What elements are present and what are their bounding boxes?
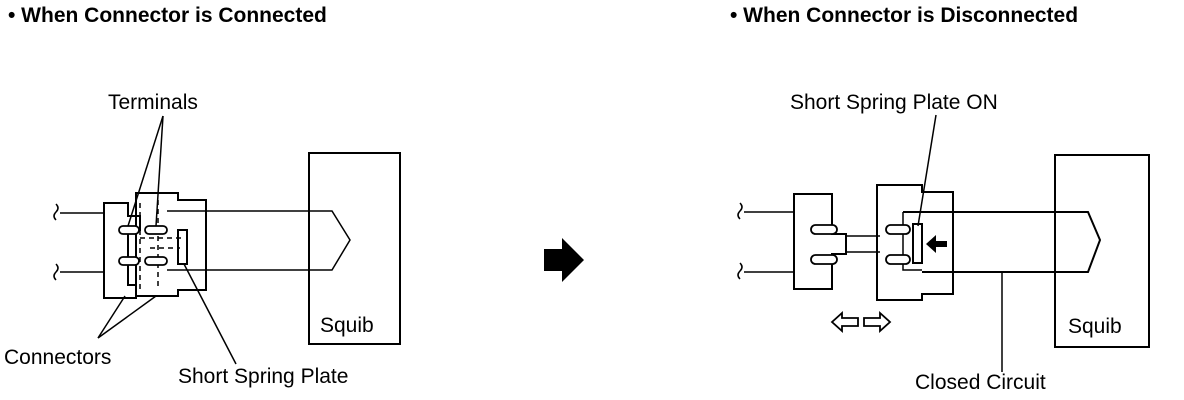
spring-push-arrow-icon (926, 235, 947, 253)
closed-circuit-wires (903, 211, 1102, 273)
terminal-pin (118, 256, 140, 266)
squib-box (308, 152, 401, 345)
right-squib-label: Squib (1068, 315, 1122, 338)
short-spring-plate-label: Short Spring Plate (178, 365, 349, 388)
terminal-pin (118, 225, 140, 235)
connectors-leader-2 (97, 295, 157, 339)
slide-left-arrow-icon (830, 310, 859, 334)
short-spring-plate (177, 229, 188, 265)
connectors-leader-1 (97, 295, 126, 339)
terminal-pin (810, 224, 838, 235)
right-heading: • When Connector is Disconnected (730, 4, 1079, 27)
slide-right-arrow-icon (863, 310, 892, 334)
plug-connector-housing (793, 193, 847, 290)
connected-diagram (53, 115, 401, 365)
spring-plate-on-leader (917, 114, 937, 227)
closed-circuit-label: Closed Circuit (915, 371, 1046, 394)
terminals-leader-2 (155, 115, 164, 227)
left-connector-housing (103, 202, 141, 299)
terminal-pin (810, 254, 838, 265)
wire-end-lower-right (737, 262, 743, 280)
wire-end-upper-left (53, 203, 59, 221)
left-heading: • When Connector is Connected (8, 4, 327, 27)
terminal-pin (144, 225, 168, 235)
connectors-label: Connectors (4, 346, 112, 369)
wires-to-squib (167, 210, 351, 271)
left-squib-label: Squib (320, 314, 374, 337)
terminal-pin (144, 256, 168, 266)
spring-plate-leader (183, 263, 237, 365)
wire-end-lower-left (53, 263, 59, 281)
terminals-leader-1 (127, 115, 164, 227)
receptacle-connector-housing (876, 184, 954, 301)
short-spring-plate-on-label: Short Spring Plate ON (790, 91, 998, 114)
right-connector-housing (135, 192, 207, 297)
terminal-pin (885, 224, 911, 235)
short-spring-plate-on (912, 223, 923, 264)
transition-arrow-icon (544, 238, 584, 282)
terminal-pin (885, 254, 911, 265)
squib-box (1054, 154, 1150, 348)
terminals-label: Terminals (108, 91, 198, 114)
wire-end-upper-right (737, 202, 743, 220)
disconnected-diagram (737, 114, 1150, 372)
